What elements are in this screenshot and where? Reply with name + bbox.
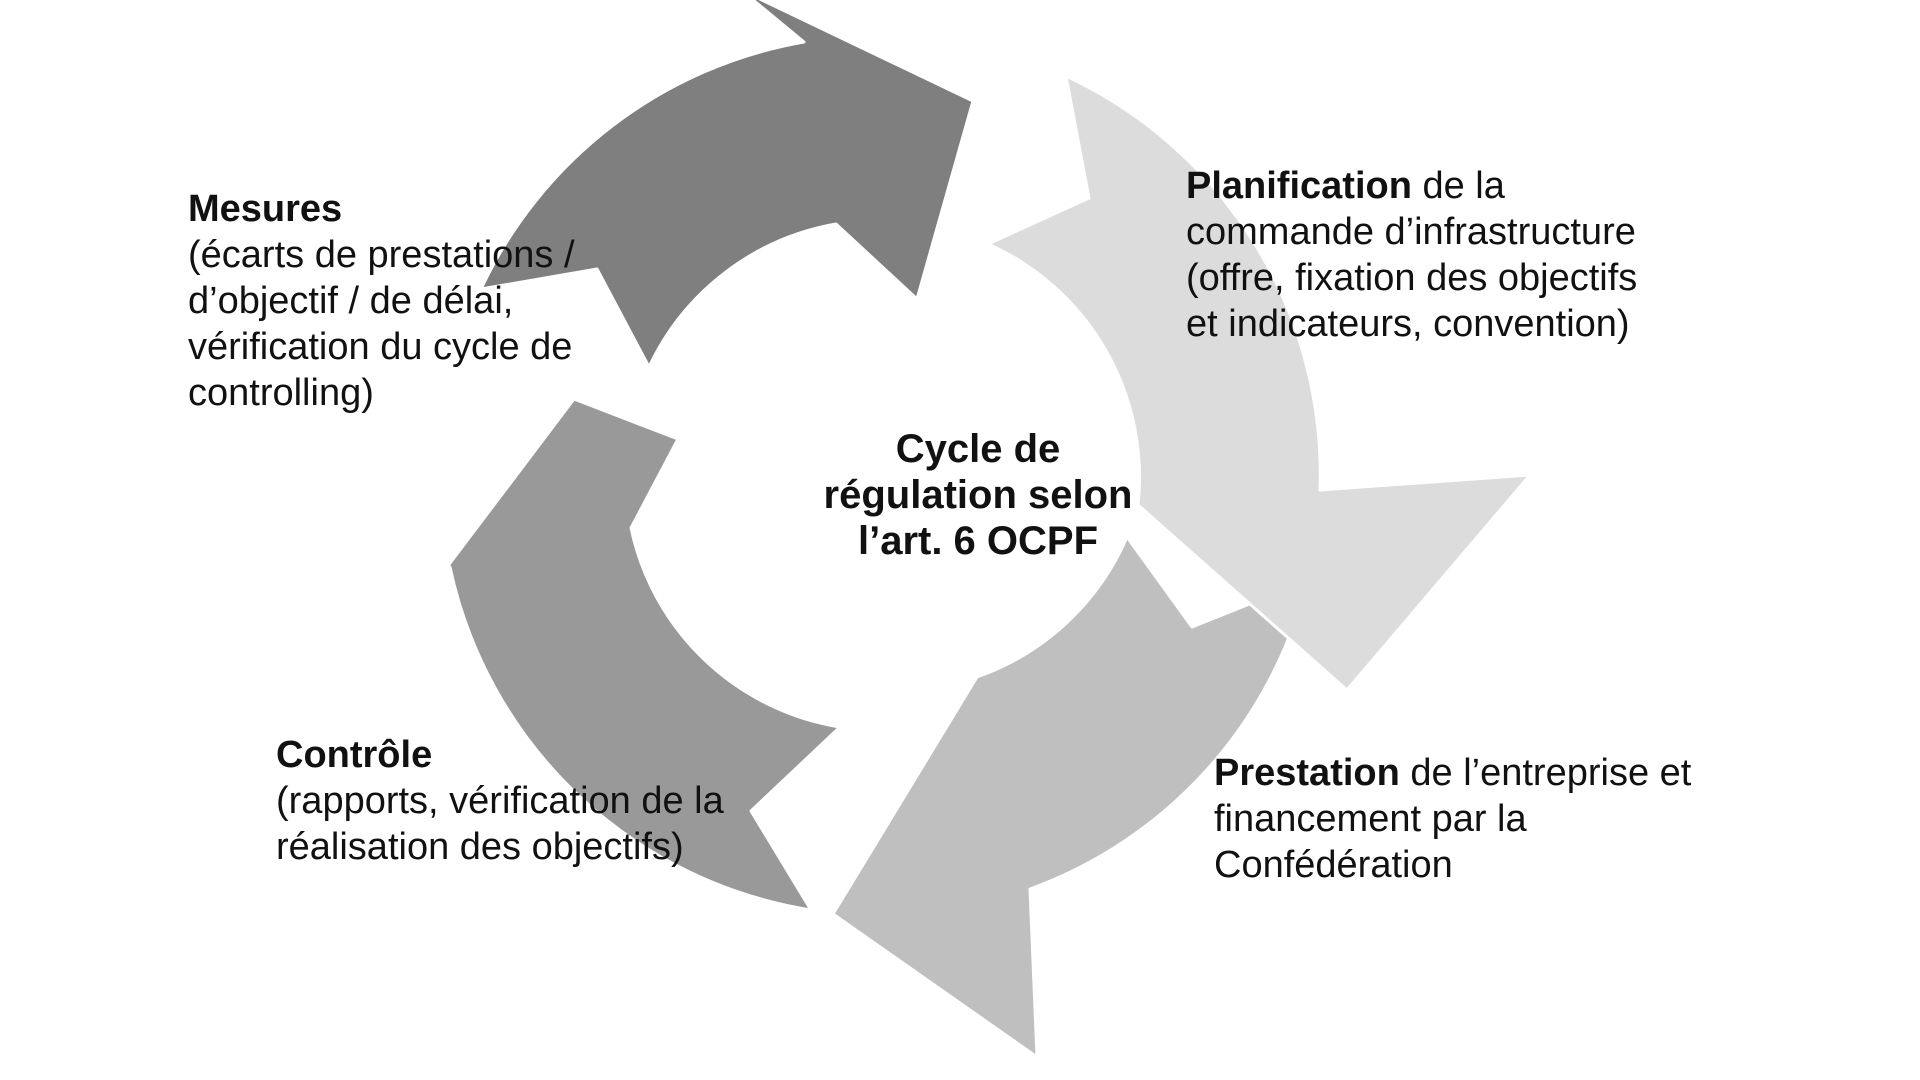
label-mesures: Mesures (écarts de prestations / d’objec… <box>188 188 575 414</box>
planification-arrow <box>986 74 1532 692</box>
cycle-center-title: Cycle de régulation selon l’art. 6 OCPF <box>823 427 1133 563</box>
label-prestation: Prestation de l’entreprise et financemen… <box>1214 752 1692 886</box>
controle-arrow <box>405 397 842 912</box>
mesures-arrow <box>479 0 975 369</box>
label-controle: Contrôle (rapports, vérification de la r… <box>276 734 724 868</box>
prestation-arrow <box>831 535 1309 1059</box>
label-planification: Planification de la commande d’infrastru… <box>1186 165 1638 345</box>
